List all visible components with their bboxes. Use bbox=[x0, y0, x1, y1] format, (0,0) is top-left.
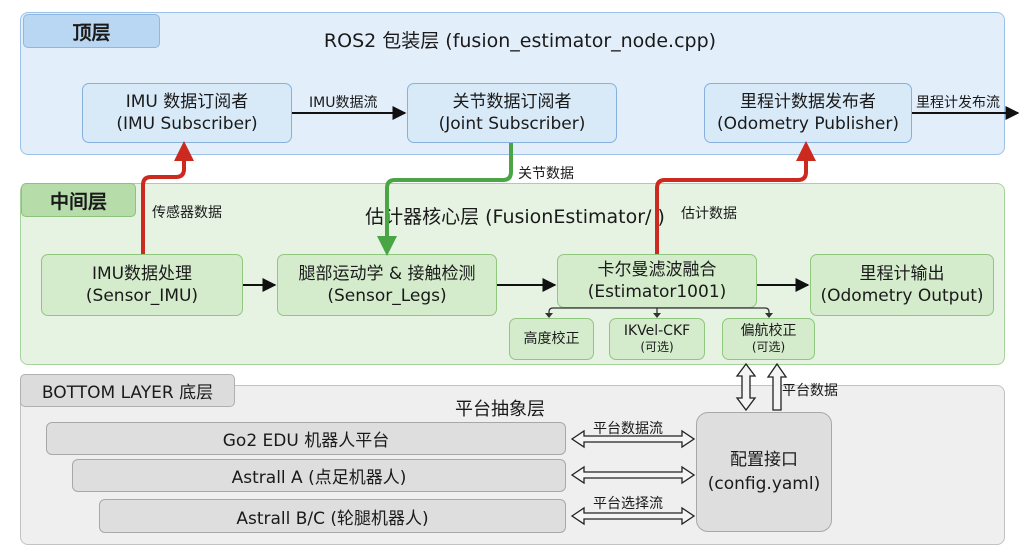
astrall-a-config-double-arrow bbox=[570, 465, 696, 485]
odometry-publisher-name: 里程计数据发布者 bbox=[740, 92, 876, 112]
estimate-data-red-arrow bbox=[655, 141, 816, 254]
platform-data-label: 平台数据 bbox=[782, 383, 838, 399]
joint-subscriber-node: 关节数据订阅者 (Joint Subscriber) bbox=[407, 83, 617, 143]
astrall-a-platform-bar: Astrall A (点足机器人) bbox=[72, 459, 566, 492]
config-interface-file: (config.yaml) bbox=[707, 474, 821, 494]
go2-platform-bar: Go2 EDU 机器人平台 bbox=[46, 422, 566, 455]
config-interface-node: 配置接口 (config.yaml) bbox=[696, 412, 832, 532]
yaw-correction-optional: (可选) bbox=[751, 340, 786, 354]
height-correction-node: 高度校正 bbox=[509, 318, 594, 360]
imu-subscriber-name: IMU 数据订阅者 bbox=[125, 92, 249, 112]
config-yaw-double-arrow bbox=[735, 362, 757, 412]
yaw-correction-node: 偏航校正 (可选) bbox=[722, 318, 815, 360]
odom-stream-label: 里程计发布流 bbox=[916, 95, 1000, 111]
sensor-data-label: 传感器数据 bbox=[152, 205, 222, 221]
imu-subscriber-en: (IMU Subscriber) bbox=[116, 114, 258, 134]
odometry-output-name: 里程计输出 bbox=[859, 264, 945, 284]
kalman-fusion-en: (Estimator1001) bbox=[587, 282, 727, 302]
ikvel-ckf-node: IKVel-CKF (可选) bbox=[609, 318, 705, 360]
platform-stream-label: 平台数据流 bbox=[593, 421, 663, 437]
joint-subscriber-name: 关节数据订阅者 bbox=[452, 92, 572, 112]
leg-kinematics-node: 腿部运动学 & 接触检测 (Sensor_Legs) bbox=[277, 254, 497, 316]
joint-subscriber-en: (Joint Subscriber) bbox=[438, 114, 586, 134]
height-correction-name: 高度校正 bbox=[523, 331, 580, 347]
platform-data-up-arrow bbox=[766, 362, 788, 411]
joint-data-label: 关节数据 bbox=[518, 166, 574, 182]
config-interface-name: 配置接口 bbox=[730, 450, 798, 470]
yaw-correction-name: 偏航校正 bbox=[740, 323, 797, 339]
ikvel-ckf-name: IKVel-CKF bbox=[623, 323, 691, 339]
odometry-output-en: (Odometry Output) bbox=[820, 286, 984, 306]
imu-stream-label: IMU数据流 bbox=[309, 95, 378, 111]
leg-kinematics-name: 腿部运动学 & 接触检测 bbox=[298, 264, 476, 284]
odometry-publisher-en: (Odometry Publisher) bbox=[716, 114, 900, 134]
top-layer-title: ROS2 包装层 (fusion_estimator_node.cpp) bbox=[323, 30, 717, 52]
astrall-bc-config-double-arrow bbox=[570, 506, 696, 526]
kalman-fusion-name: 卡尔曼滤波融合 bbox=[597, 260, 717, 280]
top-layer-tag: 顶层 bbox=[23, 14, 160, 48]
bottom-layer-tag: BOTTOM LAYER 底层 bbox=[20, 374, 235, 407]
joint-data-green-arrow bbox=[377, 143, 513, 256]
imu-processing-node: IMU数据处理 (Sensor_IMU) bbox=[41, 254, 243, 316]
platform-select-label: 平台选择流 bbox=[593, 496, 663, 512]
bottom-layer-title: 平台抽象层 bbox=[455, 399, 545, 420]
imu-processing-en: (Sensor_IMU) bbox=[85, 286, 199, 306]
odometry-publisher-node: 里程计数据发布者 (Odometry Publisher) bbox=[704, 83, 912, 143]
sensor-data-red-arrow bbox=[141, 141, 194, 254]
middle-layer-tag: 中间层 bbox=[21, 183, 136, 217]
branch-arrowheads bbox=[545, 313, 773, 318]
astrall-bc-platform-bar: Astrall B/C (轮腿机器人) bbox=[99, 499, 566, 533]
middle-layer-title: 估计器核心层 (FusionEstimator/ ) bbox=[365, 206, 665, 228]
ikvel-ckf-optional: (可选) bbox=[640, 340, 674, 354]
imu-subscriber-node: IMU 数据订阅者 (IMU Subscriber) bbox=[82, 83, 292, 143]
estimate-data-label: 估计数据 bbox=[681, 206, 737, 222]
leg-kinematics-en: (Sensor_Legs) bbox=[327, 286, 447, 306]
imu-processing-name: IMU数据处理 bbox=[91, 264, 193, 284]
odometry-output-node: 里程计输出 (Odometry Output) bbox=[810, 254, 994, 316]
go2-config-double-arrow bbox=[570, 429, 696, 449]
kalman-fusion-node: 卡尔曼滤波融合 (Estimator1001) bbox=[557, 254, 757, 308]
